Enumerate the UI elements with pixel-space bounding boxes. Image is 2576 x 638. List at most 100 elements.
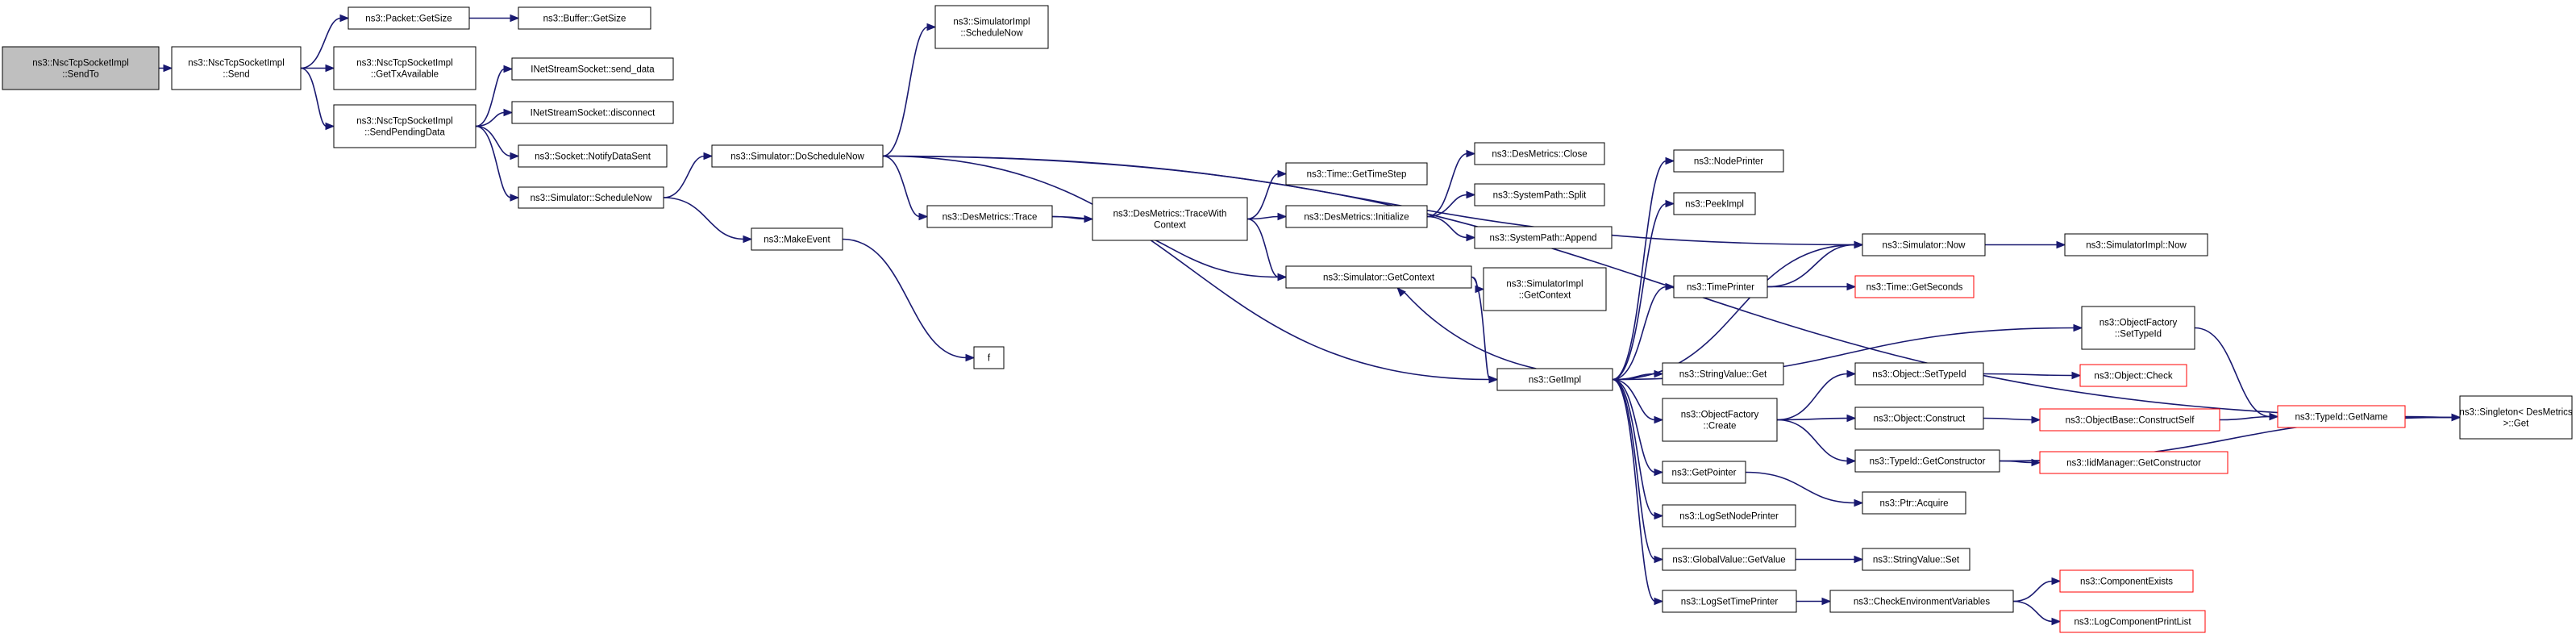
node-box bbox=[1483, 267, 1607, 311]
node-ns3-getimpl[interactable]: ns3::GetImpl bbox=[1496, 368, 1613, 391]
node-ns3-desmetrics-initialize[interactable]: ns3::DesMetrics::Initialize bbox=[1285, 205, 1428, 228]
node-label: ns3::SystemPath::Append bbox=[1490, 234, 1597, 244]
node-ns3-simulatorimpl-getcontext[interactable]: ns3::SimulatorImpl::GetContext bbox=[1483, 267, 1607, 311]
node-box bbox=[171, 46, 302, 90]
node-label: ns3::NscTcpSocketImpl bbox=[188, 59, 285, 69]
node-label: ns3::NscTcpSocketImpl bbox=[356, 59, 453, 69]
node-label: ns3::PeekImpl bbox=[1685, 200, 1744, 210]
edge-line bbox=[2404, 415, 2453, 419]
node-ns3-typeid-getconstructor[interactable]: ns3::TypeId::GetConstructor bbox=[1854, 449, 2000, 473]
node-label: ns3::Socket::NotifyDataSent bbox=[535, 152, 651, 162]
node-ns3-ptr-acquire[interactable]: ns3::Ptr::Acquire bbox=[1862, 491, 1966, 515]
node-ns3-desmetrics-close[interactable]: ns3::DesMetrics::Close bbox=[1474, 142, 1605, 165]
edge-arrowhead bbox=[2051, 617, 2062, 626]
edge-arrowhead bbox=[1654, 369, 1664, 378]
node-ns3-iidmanager-getconstructor[interactable]: ns3::IidManager::GetConstructor bbox=[2039, 451, 2229, 474]
edge-n15-n21 bbox=[1246, 218, 1288, 281]
edge-arrowhead bbox=[2056, 240, 2066, 249]
edge-n2-n3 bbox=[469, 14, 520, 23]
node-ns3-typeid-getname[interactable]: ns3::TypeId::GetName bbox=[2277, 405, 2406, 428]
node-ns3-peekimpl[interactable]: ns3::PeekImpl bbox=[1673, 192, 1756, 215]
node-ns3-simulator-schedulenow[interactable]: ns3::Simulator::ScheduleNow bbox=[518, 186, 664, 209]
edge-arrowhead bbox=[1665, 282, 1675, 291]
edge-n1-n2 bbox=[300, 14, 350, 69]
node-ns3-simulator-getcontext[interactable]: ns3::Simulator::GetContext bbox=[1285, 265, 1472, 289]
edge-arrowhead bbox=[1665, 156, 1675, 165]
node-ns3-nsctcpsocketimpl-sendto[interactable]: ns3::NscTcpSocketImpl::SendTo bbox=[2, 46, 160, 90]
node-box bbox=[2059, 610, 2206, 633]
node-label: ns3::CheckEnvironmentVariables bbox=[1854, 598, 1990, 607]
node-label: ns3::Simulator::Now bbox=[1883, 241, 1966, 251]
edge-n23-n24 bbox=[1612, 156, 1675, 381]
node-label: ns3::DesMetrics::Close bbox=[1492, 150, 1587, 160]
node-ns3-timeprinter[interactable]: ns3::TimePrinter bbox=[1673, 275, 1768, 298]
edge-arrowhead bbox=[1466, 233, 1476, 242]
node-ns3-systempath-split[interactable]: ns3::SystemPath::Split bbox=[1474, 183, 1605, 206]
edge-arrowhead bbox=[1277, 212, 1288, 221]
node-ns3-buffer-getsize[interactable]: ns3::Buffer::GetSize bbox=[518, 6, 651, 30]
node-ns3-simulator-doschedulenow[interactable]: ns3::Simulator::DoScheduleNow bbox=[711, 144, 884, 168]
node-label: Context bbox=[1154, 221, 1186, 231]
node-ns3-nsctcpsocketimpl-sendpendingdata[interactable]: ns3::NscTcpSocketImpl::SendPendingData bbox=[333, 104, 476, 148]
node-box bbox=[1662, 461, 1746, 484]
node-ns3-stringvalue-get[interactable]: ns3::StringValue::Get bbox=[1662, 362, 1784, 386]
edge-line bbox=[1983, 373, 2074, 377]
edge-n17-n19 bbox=[1426, 190, 1476, 218]
node-ns3-checkenvironmentvariables[interactable]: ns3::CheckEnvironmentVariables bbox=[1829, 590, 2014, 613]
edge-n5-n8 bbox=[475, 125, 520, 161]
edge-line bbox=[475, 125, 512, 198]
node-box bbox=[751, 227, 843, 251]
node-box bbox=[1285, 205, 1428, 228]
node-ns3-packet-getsize[interactable]: ns3::Packet::GetSize bbox=[347, 6, 470, 30]
edge-n21-n23 bbox=[1471, 276, 1499, 384]
node-box bbox=[1854, 407, 1984, 430]
node-ns3-object-check[interactable]: ns3::Object::Check bbox=[2079, 364, 2187, 387]
edge-line bbox=[475, 125, 512, 157]
edge-arrowhead bbox=[965, 353, 976, 362]
node-ns3-desmetrics-trace[interactable]: ns3::DesMetrics::Trace bbox=[926, 205, 1053, 228]
node-ns3-simulatorimpl-schedulenow[interactable]: ns3::SimulatorImpl::ScheduleNow bbox=[934, 5, 1049, 49]
node-inetstreamsocket-send-data[interactable]: INetStreamSocket::send_data bbox=[511, 57, 674, 81]
edge-line bbox=[1612, 378, 1656, 421]
node-ns3-logcomponentprintlist[interactable]: ns3::LogComponentPrintList bbox=[2059, 610, 2206, 633]
node-label: ::Send bbox=[223, 70, 249, 80]
edge-n31-n33 bbox=[1776, 369, 1857, 421]
edge-arrowhead bbox=[510, 14, 520, 23]
node-ns3-systempath-append[interactable]: ns3::SystemPath::Append bbox=[1474, 226, 1613, 249]
node-ns3-nodeprinter[interactable]: ns3::NodePrinter bbox=[1673, 149, 1784, 173]
node-f[interactable]: f bbox=[973, 346, 1005, 369]
node-ns3-getpointer[interactable]: ns3::GetPointer bbox=[1662, 461, 1746, 484]
node-ns3-componentexists[interactable]: ns3::ComponentExists bbox=[2059, 569, 2194, 593]
node-ns3-nsctcpsocketimpl-gettxavailable[interactable]: ns3::NscTcpSocketImpl::GetTxAvailable bbox=[333, 46, 476, 90]
node-ns3-stringvalue-set[interactable]: ns3::StringValue::Set bbox=[1862, 548, 1970, 571]
edge-n26-n29 bbox=[1767, 282, 1857, 291]
node-box bbox=[1285, 162, 1428, 186]
node-box bbox=[1662, 504, 1796, 527]
node-label: INetStreamSocket::disconnect bbox=[531, 109, 655, 119]
node-ns3-logsettimeprinter[interactable]: ns3::LogSetTimePrinter bbox=[1662, 590, 1797, 613]
node-ns3-globalvalue-getvalue[interactable]: ns3::GlobalValue::GetValue bbox=[1662, 548, 1796, 571]
node-ns3-time-getseconds[interactable]: ns3::Time::GetSeconds bbox=[1854, 275, 1975, 298]
node-ns3-socket-notifydatasent[interactable]: ns3::Socket::NotifyDataSent bbox=[518, 144, 668, 168]
node-ns3-singleton-desmetrics-get[interactable]: ns3::Singleton< DesMetrics>::Get bbox=[2459, 395, 2573, 440]
edge-n31-n37 bbox=[1776, 419, 1857, 465]
node-ns3-makeevent[interactable]: ns3::MakeEvent bbox=[751, 227, 843, 251]
node-ns3-nsctcpsocketimpl-send[interactable]: ns3::NscTcpSocketImpl::Send bbox=[171, 46, 302, 90]
node-ns3-object-construct[interactable]: ns3::Object::Construct bbox=[1854, 407, 1984, 430]
node-label: ns3::TypeId::GetName bbox=[2295, 413, 2387, 423]
node-ns3-simulator-now[interactable]: ns3::Simulator::Now bbox=[1862, 233, 1986, 256]
node-ns3-objectbase-constructself[interactable]: ns3::ObjectBase::ConstructSelf bbox=[2039, 408, 2220, 432]
node-box bbox=[1285, 265, 1472, 289]
node-ns3-object-settypeid[interactable]: ns3::Object::SetTypeId bbox=[1854, 362, 1984, 386]
node-label: ::SendPendingData bbox=[364, 128, 445, 138]
node-ns3-simulatorimpl-now[interactable]: ns3::SimulatorImpl::Now bbox=[2064, 233, 2208, 256]
edge-n23-n26 bbox=[1612, 282, 1675, 381]
node-ns3-logsetnodeprinter[interactable]: ns3::LogSetNodePrinter bbox=[1662, 504, 1796, 527]
node-ns3-objectfactory-create[interactable]: ns3::ObjectFactory::Create bbox=[1662, 398, 1778, 442]
node-inetstreamsocket-disconnect[interactable]: INetStreamSocket::disconnect bbox=[511, 101, 674, 124]
node-ns3-objectfactory-settypeid[interactable]: ns3::ObjectFactory::SetTypeId bbox=[2081, 306, 2195, 350]
edge-line bbox=[300, 67, 327, 127]
node-ns3-time-gettimestep[interactable]: ns3::Time::GetTimeStep bbox=[1285, 162, 1428, 186]
edge-n1-n4 bbox=[300, 64, 335, 73]
